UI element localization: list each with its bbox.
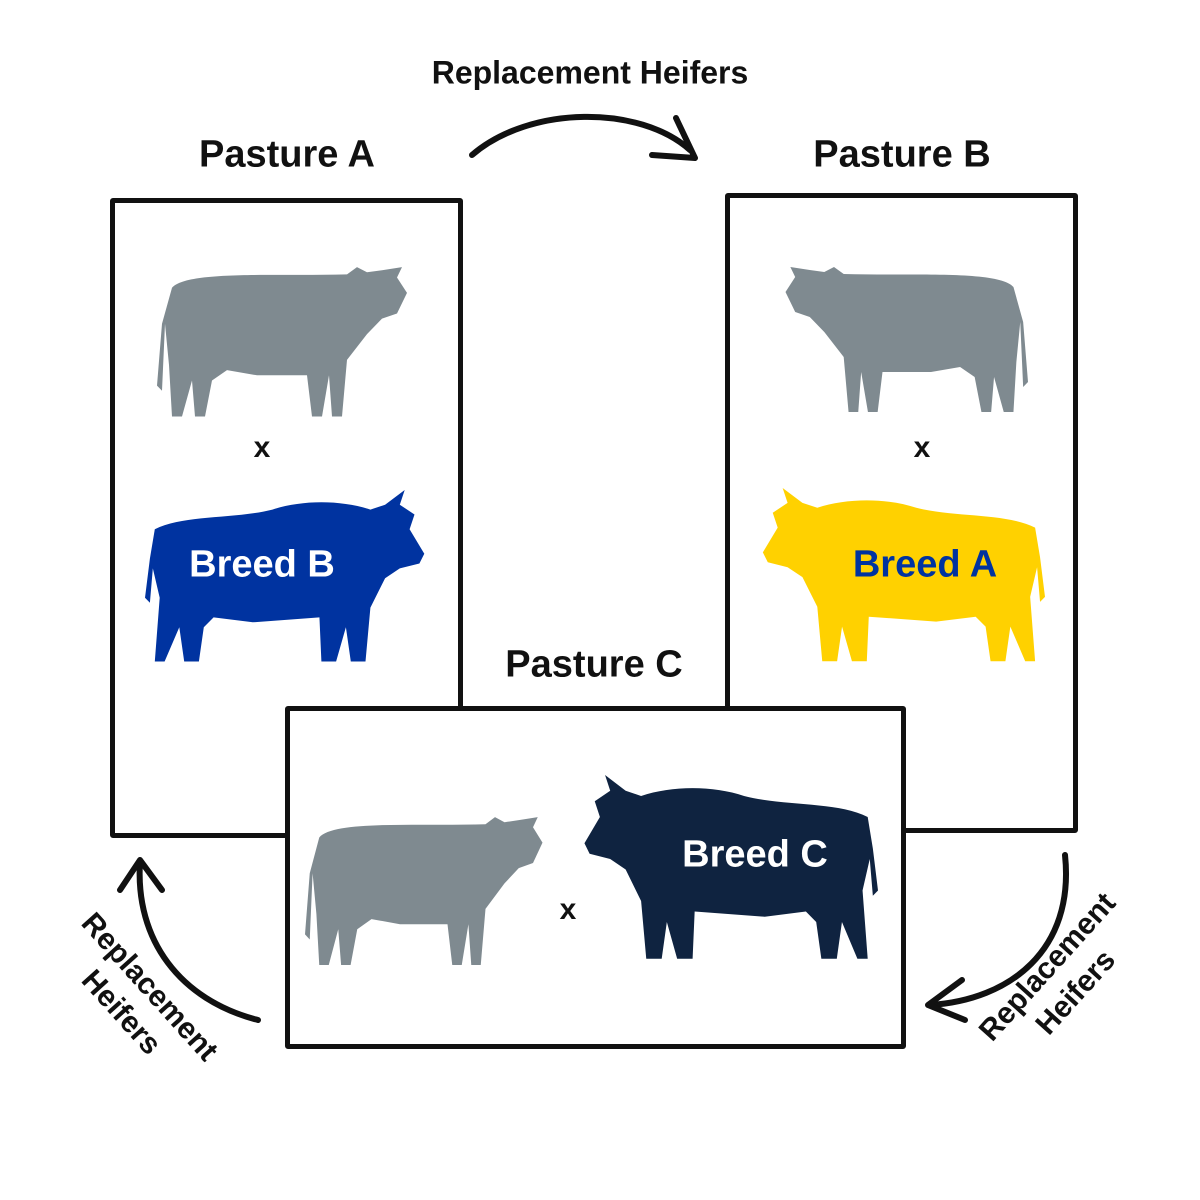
cross-symbol: x xyxy=(253,431,271,464)
arrowhead-icon xyxy=(649,115,698,161)
cow-icon xyxy=(157,267,407,417)
cow-icon xyxy=(305,817,543,965)
breed-a-label: Breed A xyxy=(852,543,998,586)
arrow-b-to-c xyxy=(927,852,1069,1008)
pasture-c-title: Pasture C xyxy=(505,643,683,686)
arrow-a-to-b xyxy=(469,113,693,158)
cow-icon xyxy=(785,267,1028,412)
cross-symbol: x xyxy=(559,893,577,926)
breed-c-label: Breed C xyxy=(682,833,828,876)
cross-symbol: x xyxy=(913,431,931,464)
pasture-a-title: Pasture A xyxy=(199,133,375,176)
breed-b-label: Breed B xyxy=(189,543,335,586)
arrow-c-to-a xyxy=(136,859,261,1023)
pasture-b-title: Pasture B xyxy=(813,133,991,176)
arrowhead-icon xyxy=(117,857,165,893)
arrowhead-icon xyxy=(925,977,968,1023)
flow-label-a-to-b: Replacement Heifers xyxy=(431,54,749,91)
